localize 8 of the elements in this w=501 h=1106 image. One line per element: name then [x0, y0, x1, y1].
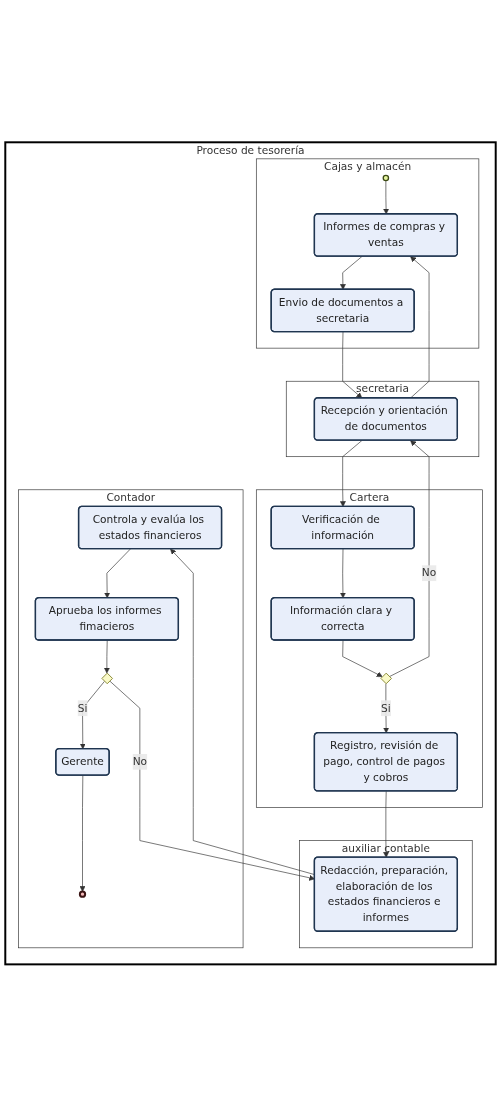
node-diamond: [101, 672, 113, 684]
node-circle: [78, 890, 87, 898]
edge-label: Si: [381, 701, 391, 714]
node-circle: [382, 174, 390, 181]
edge-label: No: [132, 754, 148, 768]
edge-label: Si: [77, 701, 88, 714]
edge-label: No: [421, 566, 437, 579]
node-diamond: [380, 672, 392, 684]
